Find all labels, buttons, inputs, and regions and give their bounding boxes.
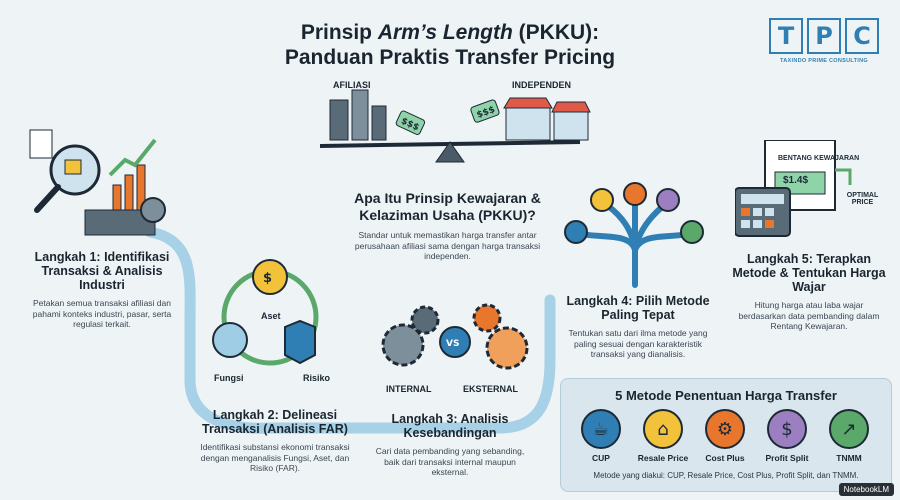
store-icon: ⌂ xyxy=(643,409,683,449)
page-title: Prinsip Arm’s Length (PKKU): Panduan Pra… xyxy=(284,21,616,69)
step-1-title: Langkah 1: Identifikasi Transaksi & Anal… xyxy=(34,250,170,292)
method-cup-label: CUP xyxy=(592,453,610,463)
eksternal-label: EKSTERNAL xyxy=(463,384,519,394)
step-1-description: Petakan semua transaksi afiliasi dan pah… xyxy=(32,298,172,329)
calculator-range-illustration xyxy=(735,140,852,237)
step1-industry-illustration xyxy=(29,129,166,236)
logo-subtitle: TAXINDO PRIME CONSULTING xyxy=(780,58,868,64)
balance-scale-illustration: $$$ $$$ xyxy=(319,89,591,163)
pkku-title: Apa Itu Prinsip Kewajaran & Kelaziman Us… xyxy=(354,190,541,223)
pkku-description: Standar untuk memastikan harga transfer … xyxy=(354,230,541,261)
method-cost-plus: ⚙ Cost Plus xyxy=(695,409,755,463)
chart-icon: ↗ xyxy=(829,409,869,449)
step-5-description: Hitung harga atau laba wajar berdasarkan… xyxy=(738,300,880,331)
far-fungsi-label: Fungsi xyxy=(214,373,244,383)
methods-panel: 5 Metode Penentuan Harga Transfer ☕ CUP … xyxy=(560,378,892,492)
range-label: BENTANG KEWAJARAN xyxy=(778,155,860,162)
method-cup: ☕ CUP xyxy=(571,409,631,463)
pkku-definition: Apa Itu Prinsip Kewajaran & Kelaziman Us… xyxy=(335,190,560,262)
logo-letter-t: T xyxy=(769,18,803,54)
internal-label: INTERNAL xyxy=(386,384,432,394)
far-risiko-label: Risiko xyxy=(303,373,331,383)
step-4-title: Langkah 4: Pilih Metode Paling Tepat xyxy=(566,294,710,322)
method-cost-plus-label: Cost Plus xyxy=(705,453,745,463)
step-3-title: Langkah 3: Analisis Kesebandingan xyxy=(391,412,509,440)
step-5: Langkah 5: Terapkan Metode & Tentukan Ha… xyxy=(730,252,888,332)
factory-icon: ⚙ xyxy=(705,409,745,449)
cup-icon: ☕ xyxy=(581,409,621,449)
step-3: Langkah 3: Analisis Kesebandingan Cari d… xyxy=(370,412,530,478)
method-tnmm-label: TNMM xyxy=(836,453,862,463)
logo-letter-p: P xyxy=(807,18,841,54)
comparison-gears-illustration: VS xyxy=(381,303,529,370)
method-resale-price: ⌂ Resale Price xyxy=(633,409,693,463)
notebooklm-badge: NotebookLM xyxy=(838,483,894,496)
step-2-title: Langkah 2: Delineasi Transaksi (Analisis… xyxy=(202,408,348,436)
range-value: $1.4$ xyxy=(783,175,809,186)
method-profit-split: $ Profit Split xyxy=(757,409,817,463)
methods-title: 5 Metode Penentuan Harga Transfer xyxy=(615,388,837,403)
method-tnmm: ↗ TNMM xyxy=(819,409,879,463)
methods-note: Metode yang diakui: CUP, Resale Price, C… xyxy=(593,471,859,480)
step-5-title: Langkah 5: Terapkan Metode & Tentukan Ha… xyxy=(732,252,886,294)
vs-text: VS xyxy=(446,339,459,349)
step-1: Langkah 1: Identifikasi Transaksi & Anal… xyxy=(22,250,182,330)
method-tree-illustration xyxy=(564,182,704,288)
scale-right-label: INDEPENDEN xyxy=(512,80,572,90)
logo-letter-c: C xyxy=(845,18,879,54)
optimal-price-label: OPTIMAL PRICE xyxy=(846,192,879,206)
scale-left-label: AFILIASI xyxy=(333,80,371,90)
svg-text:$: $ xyxy=(263,271,272,286)
far-aset-label: Aset xyxy=(261,311,281,321)
step-3-description: Cari data pembanding yang sebanding, bai… xyxy=(375,446,525,477)
tpc-logo: T P C TAXINDO PRIME CONSULTING xyxy=(768,18,880,64)
far-cycle-illustration: $ xyxy=(212,259,319,366)
money-bags-icon: $ xyxy=(767,409,807,449)
step-4: Langkah 4: Pilih Metode Paling Tepat Ten… xyxy=(563,294,713,360)
step-2-description: Identifikasi substansi ekonomi transaksi… xyxy=(200,442,350,473)
method-profit-split-label: Profit Split xyxy=(765,453,809,463)
method-resale-price-label: Resale Price xyxy=(637,453,689,463)
step-4-description: Tentukan satu dari ilma metode yang pali… xyxy=(568,328,708,359)
step-2: Langkah 2: Delineasi Transaksi (Analisis… xyxy=(195,408,355,474)
